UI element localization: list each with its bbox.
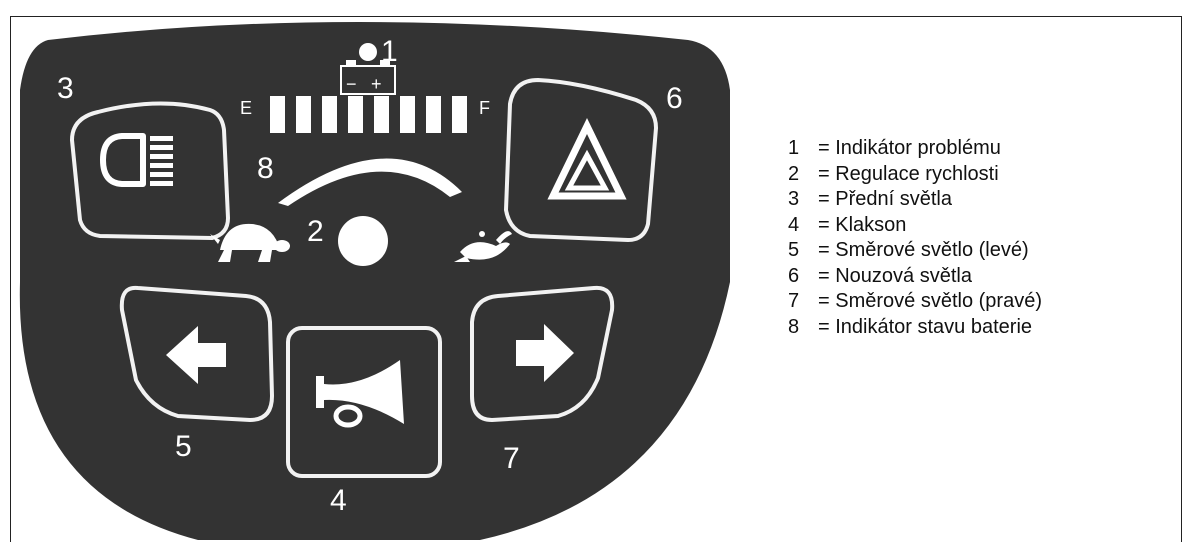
horn-button-frame [286,326,442,478]
label-7: 7 [503,442,520,475]
legend-item: 3 = Přední světla [788,187,1042,213]
legend-number: 6 [788,264,800,287]
speed-arc [278,158,462,206]
left-turn-button[interactable] [119,285,275,423]
arrow-right-icon [516,324,574,382]
label-5: 5 [175,430,192,463]
diagram-frame [10,16,1182,542]
legend-item: 5 = Směrové světlo (levé) [788,238,1042,264]
legend-item: 2 = Regulace rychlosti [788,162,1042,188]
rabbit-icon [454,231,512,262]
label-6: 6 [666,82,683,115]
headlight-button[interactable] [69,101,231,241]
problem-indicator-dot [359,43,377,61]
hazard-button-frame [503,77,659,243]
legend-text: = Indikátor problému [818,137,1001,159]
battery-segment [322,96,337,133]
horn-button[interactable] [286,326,442,478]
label-4: 4 [330,484,347,517]
label-8: 8 [257,152,274,185]
legend-number: 3 [788,188,800,210]
battery-empty-label: E [240,98,252,118]
battery-indicator: − + E F [240,60,490,133]
legend: 1 = Indikátor problému 2 = Regulace rych… [788,136,1042,340]
legend-text: = Klakson [818,213,907,236]
legend-item: 6 = Nouzová světla [788,264,1042,290]
battery-segment [374,96,389,133]
speed-knob[interactable] [338,216,388,266]
legend-text: = Směrové světlo (levé) [818,239,1029,261]
battery-segment [400,96,415,133]
label-1: 1 [381,35,398,68]
battery-segment [426,96,441,133]
headlight-icon [100,133,173,187]
legend-text: = Přední světla [818,188,952,210]
battery-segment [452,96,467,133]
battery-plus: + [371,74,382,94]
legend-number: 7 [788,290,800,312]
legend-number: 5 [788,239,800,261]
legend-item: 8 = Indikátor stavu baterie [788,315,1042,341]
legend-number: 8 [788,315,800,338]
legend-text: = Nouzová světla [818,264,972,287]
headlight-button-frame [69,101,231,241]
battery-segment [296,96,311,133]
right-turn-button[interactable] [470,285,615,423]
horn-icon [316,360,404,428]
legend-number: 2 [788,162,800,185]
label-3: 3 [57,72,74,105]
battery-icon: − + [340,60,396,95]
legend-item: 7 = Směrové světlo (pravé) [788,289,1042,315]
battery-segment [270,96,285,133]
battery-full-label: F [479,98,490,118]
turtle-icon [210,223,290,262]
legend-text: = Indikátor stavu baterie [818,315,1033,338]
legend-text: = Regulace rychlosti [818,162,999,185]
left-turn-button-frame [119,285,275,423]
legend-number: 1 [788,137,800,159]
hazard-button[interactable] [503,77,659,243]
legend-text: = Směrové světlo (pravé) [818,290,1042,312]
legend-number: 4 [788,213,800,236]
hazard-triangle-icon [547,117,627,200]
control-panel [19,22,730,540]
label-2: 2 [307,215,324,248]
legend-item: 1 = Indikátor problému [788,136,1042,162]
battery-segment [348,96,363,133]
right-turn-button-frame [470,285,615,423]
battery-minus: − [346,74,357,94]
arrow-left-icon [166,326,226,384]
legend-item: 4 = Klakson [788,213,1042,239]
